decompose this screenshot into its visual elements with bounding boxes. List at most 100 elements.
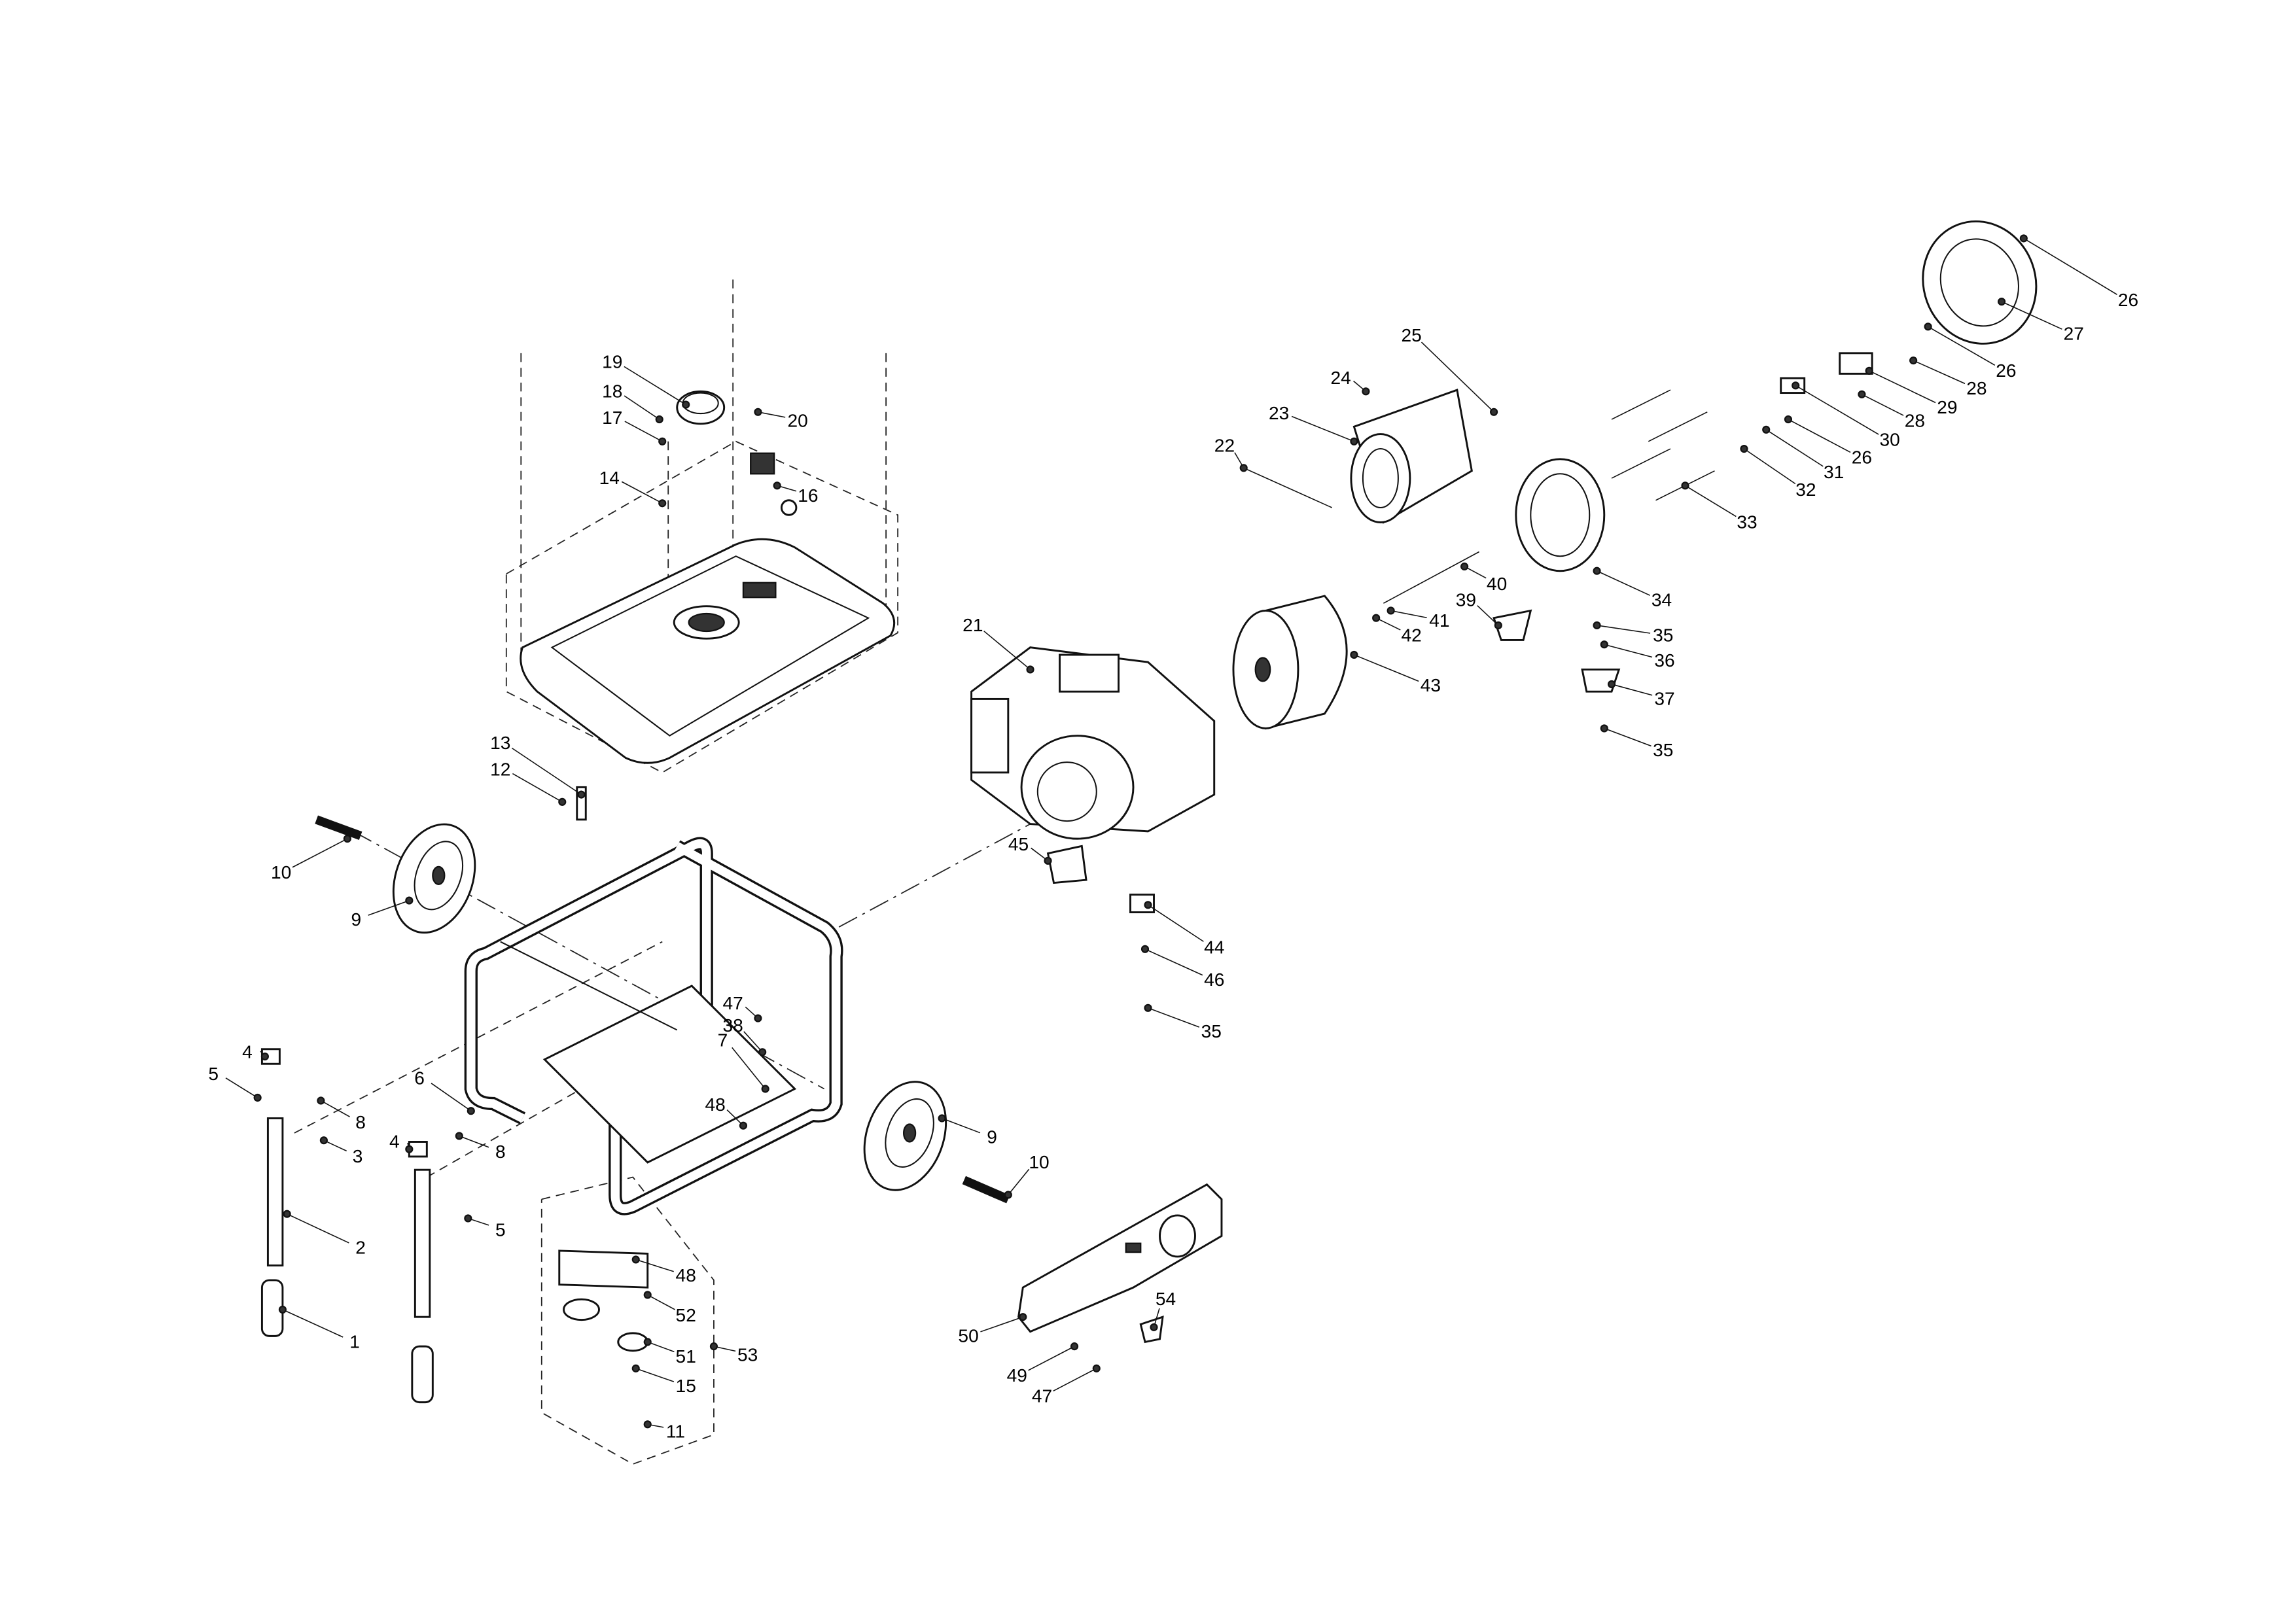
- callout-label-44: 44: [1204, 937, 1224, 958]
- leader-line: [1421, 341, 1494, 413]
- callout-label-53: 53: [737, 1345, 758, 1365]
- fuel-tank: [520, 538, 896, 764]
- leader-line: [1375, 618, 1401, 631]
- frame: [464, 837, 843, 1215]
- callout-label-47: 47: [723, 993, 743, 1013]
- callout-label-52: 52: [676, 1305, 696, 1325]
- fastener-icon: [709, 1342, 718, 1351]
- fastener-icon: [1019, 1313, 1027, 1321]
- fastener-icon: [631, 1255, 640, 1264]
- fastener-icon: [754, 1014, 762, 1022]
- leader-line: [1464, 566, 1487, 579]
- callout-label-2: 2: [355, 1237, 366, 1257]
- callout-label-35: 35: [1201, 1021, 1222, 1041]
- leader-line: [1144, 949, 1203, 976]
- leader-line: [1869, 370, 1936, 404]
- end-cover: [1515, 458, 1606, 572]
- leader-line: [511, 747, 582, 795]
- callout-label-16: 16: [798, 485, 818, 506]
- leader-line: [1028, 1346, 1075, 1371]
- fastener-icon: [467, 1107, 475, 1115]
- fastener-icon: [1792, 381, 1800, 390]
- callout-label-5: 5: [208, 1064, 219, 1084]
- callout-label-40: 40: [1487, 574, 1507, 594]
- leader-line: [1765, 429, 1824, 467]
- fastener-icon: [1092, 1364, 1101, 1372]
- fastener-icon: [1144, 901, 1152, 909]
- callout-label-3: 3: [353, 1146, 363, 1166]
- leader-line: [647, 1341, 675, 1353]
- callout-label-54: 54: [1156, 1289, 1176, 1309]
- leader-line: [1611, 684, 1653, 696]
- callout-label-26: 26: [1852, 447, 1872, 468]
- leader-line: [1685, 485, 1737, 517]
- fastener-icon: [405, 1145, 414, 1153]
- leader-line: [512, 773, 563, 803]
- callout-label-6: 6: [414, 1068, 425, 1089]
- fastener-icon: [278, 1305, 287, 1314]
- engine: [970, 646, 1216, 840]
- control-panel: [1017, 1183, 1223, 1344]
- fastener-icon: [1070, 1342, 1079, 1351]
- fastener-icon: [455, 1132, 463, 1140]
- callout-label-7: 7: [718, 1030, 728, 1050]
- fastener-icon: [1600, 640, 1608, 649]
- leader-line: [320, 1100, 350, 1117]
- leader-line: [1913, 360, 1966, 385]
- fastener-icon: [464, 1214, 472, 1223]
- fastener-icon: [655, 415, 663, 424]
- fastener-icon: [1150, 1323, 1158, 1331]
- fastener-icon: [343, 835, 351, 843]
- leader-line: [1597, 570, 1651, 596]
- fastener-icon: [1600, 724, 1608, 733]
- leader-line: [1477, 605, 1499, 626]
- callout-label-37: 37: [1654, 688, 1674, 708]
- callout-label-14: 14: [599, 468, 620, 488]
- callout-label-48: 48: [705, 1094, 726, 1115]
- callout-label-9: 9: [351, 909, 362, 930]
- fastener-icon: [1593, 621, 1601, 630]
- leader-line: [942, 1117, 981, 1134]
- fastener-icon: [317, 1096, 325, 1105]
- leader-line: [1597, 625, 1651, 634]
- callout-label-18: 18: [602, 381, 622, 401]
- leader-line: [635, 1368, 675, 1382]
- callout-label-4: 4: [389, 1131, 400, 1151]
- callout-label-38: 38: [723, 1015, 743, 1036]
- callout-label-31: 31: [1824, 462, 1844, 482]
- base-bracket: [558, 1249, 649, 1352]
- fastener-icon: [1607, 680, 1616, 689]
- callout-label-49: 49: [1007, 1365, 1027, 1386]
- fastener-icon: [658, 437, 667, 445]
- leader-line: [624, 366, 686, 406]
- callout-label-36: 36: [1654, 650, 1674, 671]
- fastener-icon: [1140, 945, 1150, 953]
- callout-label-28: 28: [1905, 410, 1925, 430]
- callout-label-17: 17: [602, 408, 622, 428]
- wheel-left: [392, 823, 476, 934]
- callout-label-15: 15: [676, 1376, 696, 1396]
- callout-label-8: 8: [495, 1142, 506, 1162]
- leader-line: [732, 1047, 766, 1089]
- fastener-icon: [1593, 567, 1601, 575]
- fastener-icon: [1865, 366, 1873, 375]
- fan-cover: [1922, 220, 2038, 345]
- leader-line: [1604, 727, 1651, 747]
- fastener-icon: [643, 1338, 652, 1346]
- fastener-icon: [319, 1136, 328, 1145]
- fastener-icon: [253, 1093, 262, 1102]
- callout-label-47: 47: [1032, 1386, 1052, 1406]
- leader-line: [1862, 394, 1904, 416]
- fastener-icon: [761, 1085, 769, 1093]
- leader-line: [2001, 301, 2062, 330]
- fastener-icon: [682, 400, 690, 409]
- fastener-icon: [643, 1291, 652, 1299]
- fastener-icon: [1026, 665, 1034, 674]
- stator-housing: [1243, 389, 1473, 524]
- fastener-icon: [1762, 425, 1771, 434]
- fastener-icon: [405, 896, 414, 905]
- leader-line: [624, 421, 663, 442]
- callout-label-26: 26: [1996, 360, 2016, 381]
